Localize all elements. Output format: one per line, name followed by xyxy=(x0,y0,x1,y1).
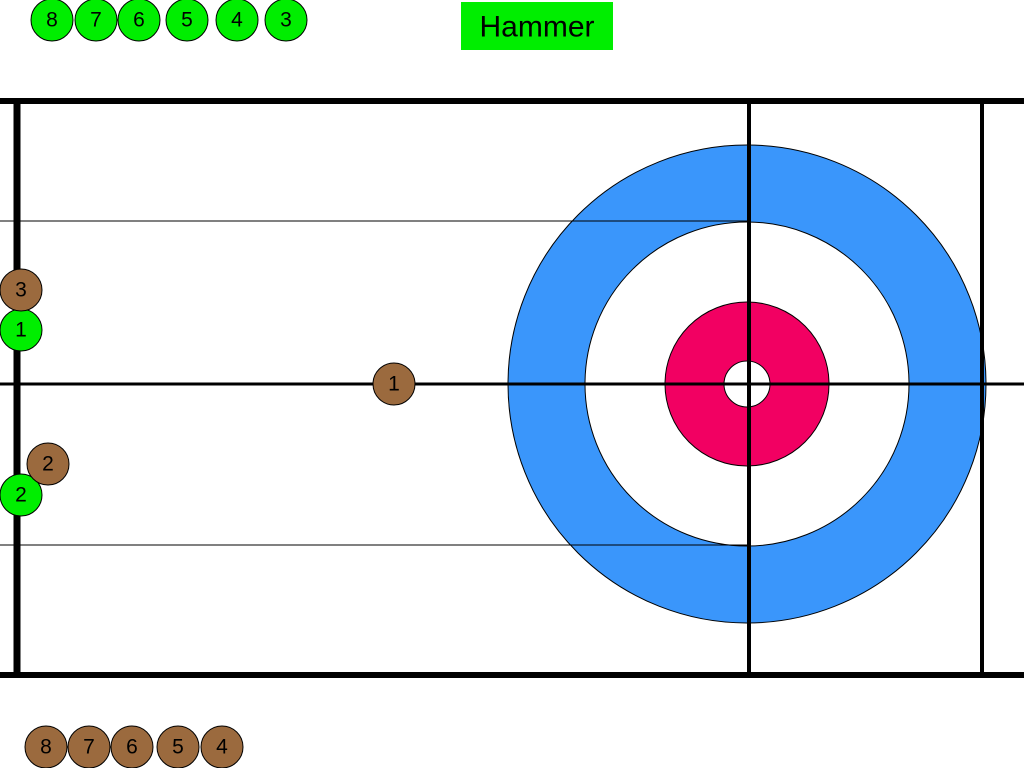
brown-reserve-stone[interactable]: 4 xyxy=(200,725,244,768)
stone-body xyxy=(67,725,111,768)
brown-played-stone[interactable]: 3 xyxy=(0,268,43,312)
stone-body xyxy=(24,725,68,768)
green-reserve-stone[interactable]: 4 xyxy=(215,0,259,42)
hammer-indicator: Hammer xyxy=(461,2,613,50)
brown-played-stone[interactable]: 1 xyxy=(372,362,416,406)
stone-body xyxy=(74,0,118,42)
brown-reserve-stone[interactable]: 7 xyxy=(67,725,111,768)
stone-number: 4 xyxy=(216,736,228,759)
sheet-lines xyxy=(0,98,1024,678)
stone-body xyxy=(117,0,161,42)
stone-number: 1 xyxy=(15,319,27,342)
stone-number: 3 xyxy=(15,279,27,302)
stone-number: 1 xyxy=(388,373,400,396)
stone-body xyxy=(200,725,244,768)
stone-number: 8 xyxy=(46,9,58,32)
stone-body xyxy=(26,442,70,486)
stone-number: 2 xyxy=(42,453,54,476)
green-reserve-stone[interactable]: 8 xyxy=(30,0,74,42)
played-stones: 1 2 1 2 3 xyxy=(0,268,416,517)
brown-reserve-stone[interactable]: 6 xyxy=(110,725,154,768)
brown-reserve-stone[interactable]: 5 xyxy=(156,725,200,768)
brown-reserve-stone[interactable]: 8 xyxy=(24,725,68,768)
green-reserve-stone[interactable]: 5 xyxy=(165,0,209,42)
stone-number: 7 xyxy=(90,9,102,32)
brown-played-stone[interactable]: 2 xyxy=(26,442,70,486)
stone-body xyxy=(372,362,416,406)
stone-body xyxy=(264,0,308,42)
stone-number: 3 xyxy=(280,9,292,32)
stone-number: 4 xyxy=(231,9,243,32)
stone-body xyxy=(215,0,259,42)
stone-number: 6 xyxy=(133,9,145,32)
green-played-stone[interactable]: 1 xyxy=(0,308,43,352)
stone-body xyxy=(0,473,43,517)
green-reserve-stone[interactable]: 3 xyxy=(264,0,308,42)
brown-reserve-stones: 8 7 6 5 4 xyxy=(24,725,244,768)
green-reserve-stones: 8 7 6 5 4 3 xyxy=(30,0,308,42)
stone-number: 2 xyxy=(15,484,27,507)
stone-number: 7 xyxy=(83,736,95,759)
stone-number: 8 xyxy=(40,736,52,759)
stone-body xyxy=(0,268,43,312)
stone-number: 5 xyxy=(172,736,184,759)
green-reserve-stone[interactable]: 6 xyxy=(117,0,161,42)
stone-body xyxy=(110,725,154,768)
hammer-label: Hammer xyxy=(479,11,594,44)
stone-body xyxy=(156,725,200,768)
stone-number: 5 xyxy=(181,9,193,32)
hammer-badge xyxy=(461,2,613,50)
green-reserve-stone[interactable]: 7 xyxy=(74,0,118,42)
stone-number: 6 xyxy=(126,736,138,759)
green-played-stone[interactable]: 2 xyxy=(0,473,43,517)
stone-body xyxy=(165,0,209,42)
stone-body xyxy=(30,0,74,42)
